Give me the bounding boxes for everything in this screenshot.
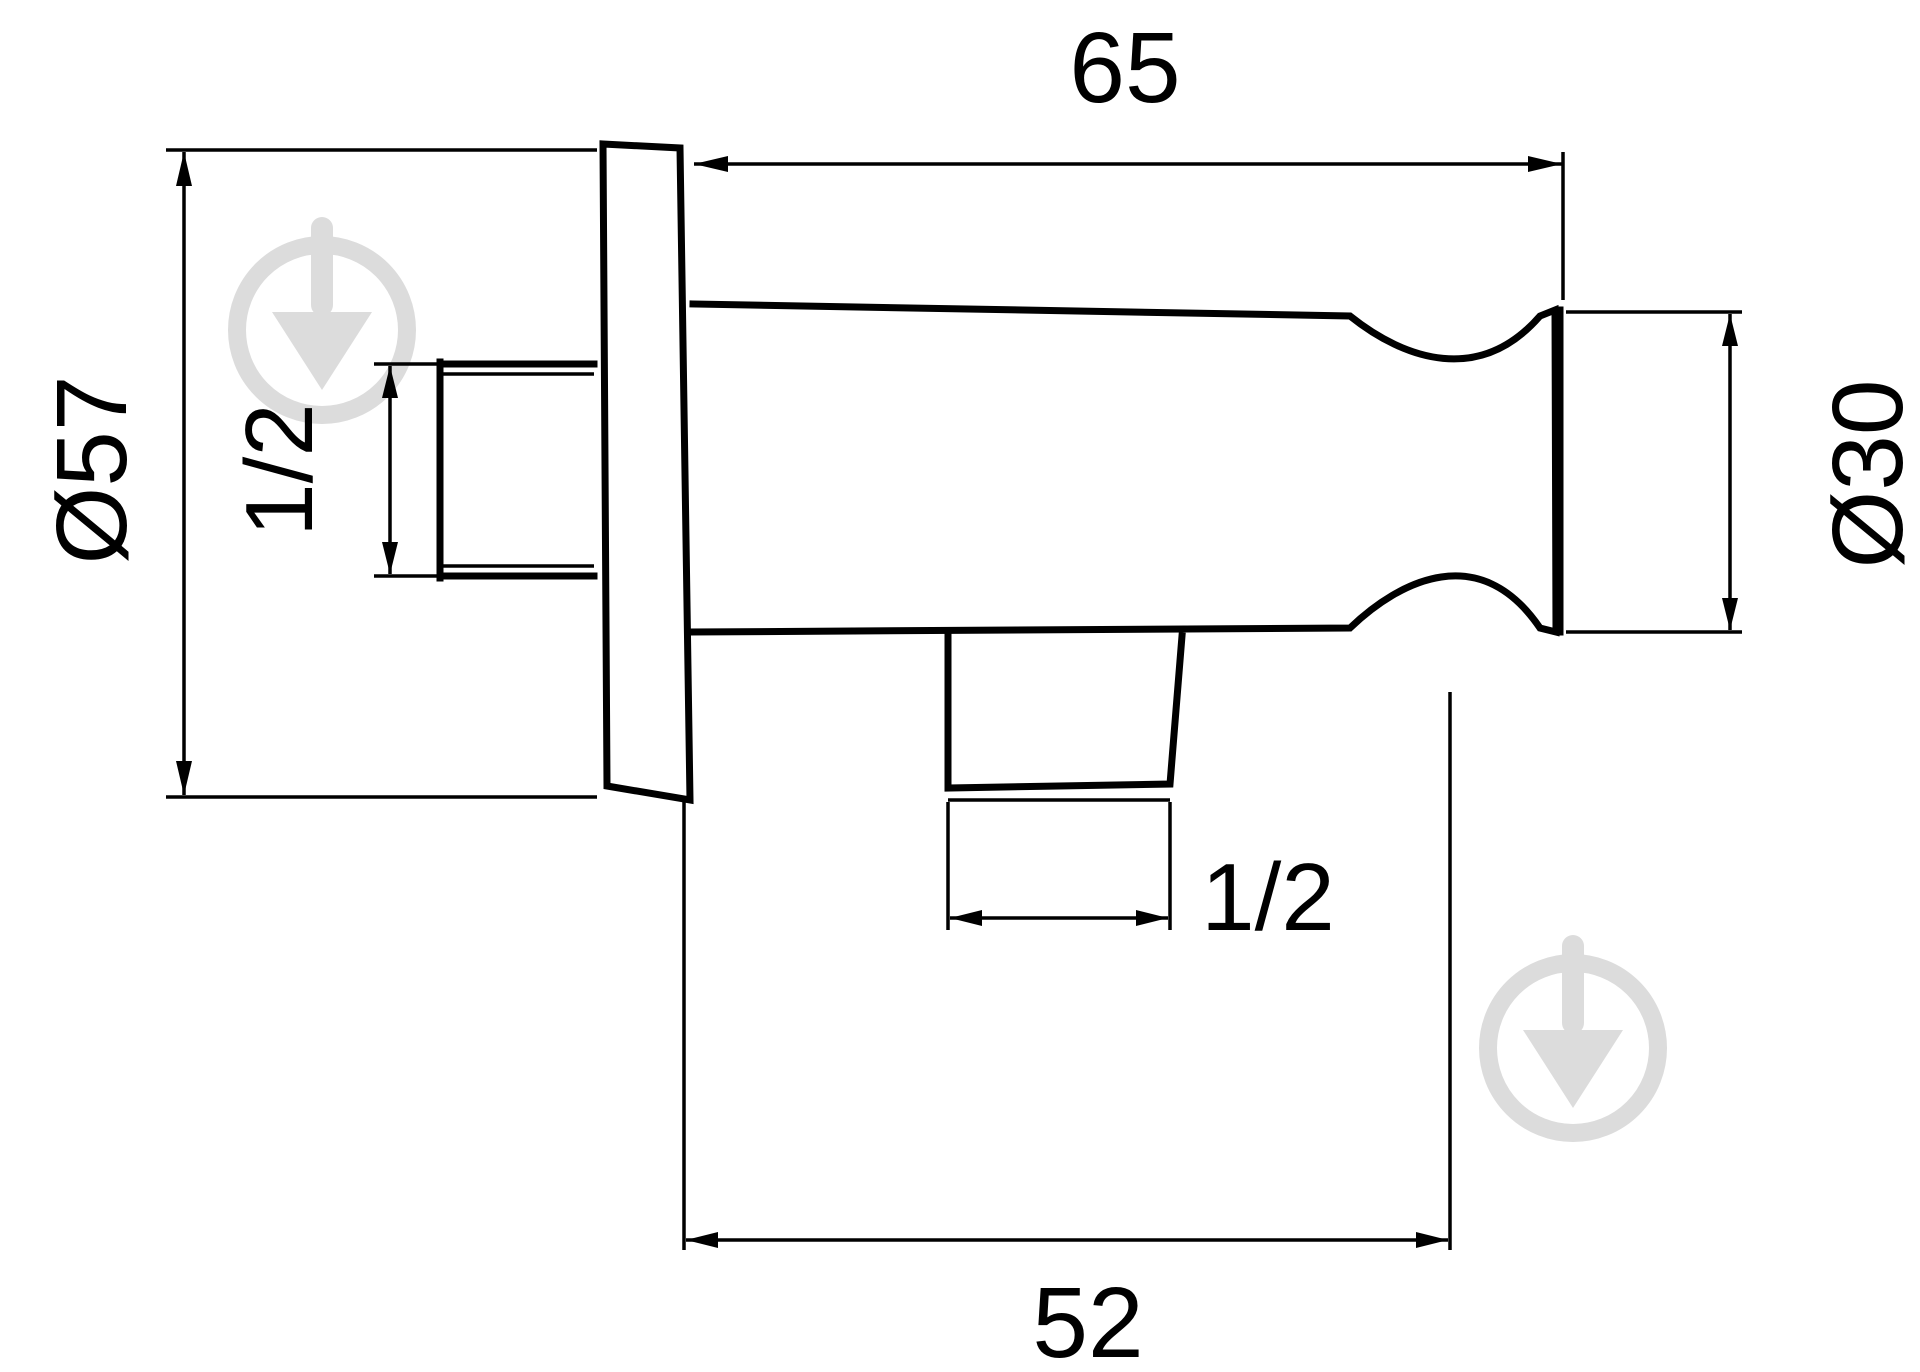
dim-label-inlet-1-2: 1/2 xyxy=(226,403,333,536)
dim-label-outlet-1-2: 1/2 xyxy=(1201,844,1334,951)
dimension-base-diameter: Ø57 xyxy=(36,148,597,799)
wall-flange xyxy=(599,140,694,805)
watermark-logo-icon xyxy=(228,217,416,424)
watermark-logo-icon xyxy=(1479,935,1667,1142)
dimension-outlet-thread: 1/2 xyxy=(946,802,1335,951)
dimension-projection: 52 xyxy=(682,692,1452,1372)
holder-body xyxy=(689,300,1560,637)
dimension-holder-diameter: Ø30 xyxy=(1566,310,1920,634)
dim-label-diameter-57: Ø57 xyxy=(36,375,148,564)
dimension-total-length: 65 xyxy=(694,12,1565,300)
outlet-connector xyxy=(944,632,1186,792)
dim-label-65: 65 xyxy=(1069,12,1180,124)
inlet-thread xyxy=(436,358,598,582)
dimension-inlet-thread: 1/2 xyxy=(226,362,438,578)
dim-label-52: 52 xyxy=(1032,1267,1143,1372)
dim-label-diameter-30: Ø30 xyxy=(1812,379,1920,568)
